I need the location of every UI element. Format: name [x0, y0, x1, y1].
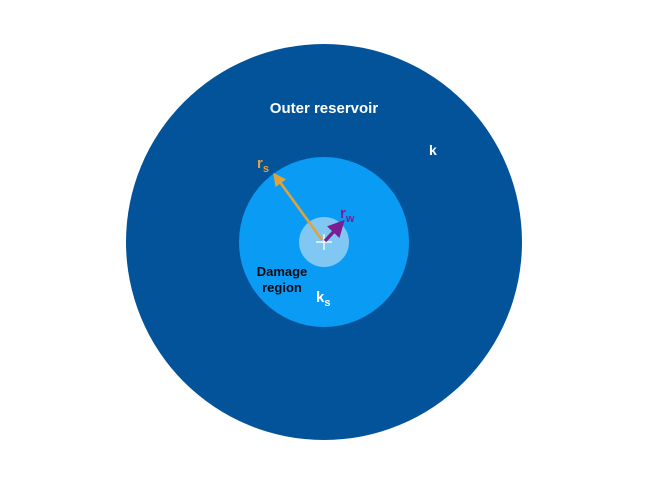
- rw-label-main: r: [340, 205, 346, 222]
- rs-label-sub: s: [263, 163, 269, 175]
- ks-label-sub: s: [324, 297, 330, 309]
- damage-region-label-line1: Damage: [257, 264, 308, 279]
- rw-label: rw: [340, 205, 355, 225]
- outer-reservoir-label: Outer reservoir: [270, 100, 379, 117]
- damage-region-label-line2: region: [262, 280, 302, 295]
- ks-label: ks: [316, 289, 330, 309]
- rs-radius-arrow: [273, 172, 324, 241]
- rs-label: rs: [257, 155, 269, 175]
- rw-radius-arrow: [323, 219, 345, 243]
- k-label: k: [429, 142, 437, 158]
- center-cross-icon: [316, 234, 332, 250]
- ks-label-main: k: [316, 289, 325, 306]
- rw-label-sub: w: [345, 213, 355, 225]
- rs-label-main: r: [257, 155, 263, 172]
